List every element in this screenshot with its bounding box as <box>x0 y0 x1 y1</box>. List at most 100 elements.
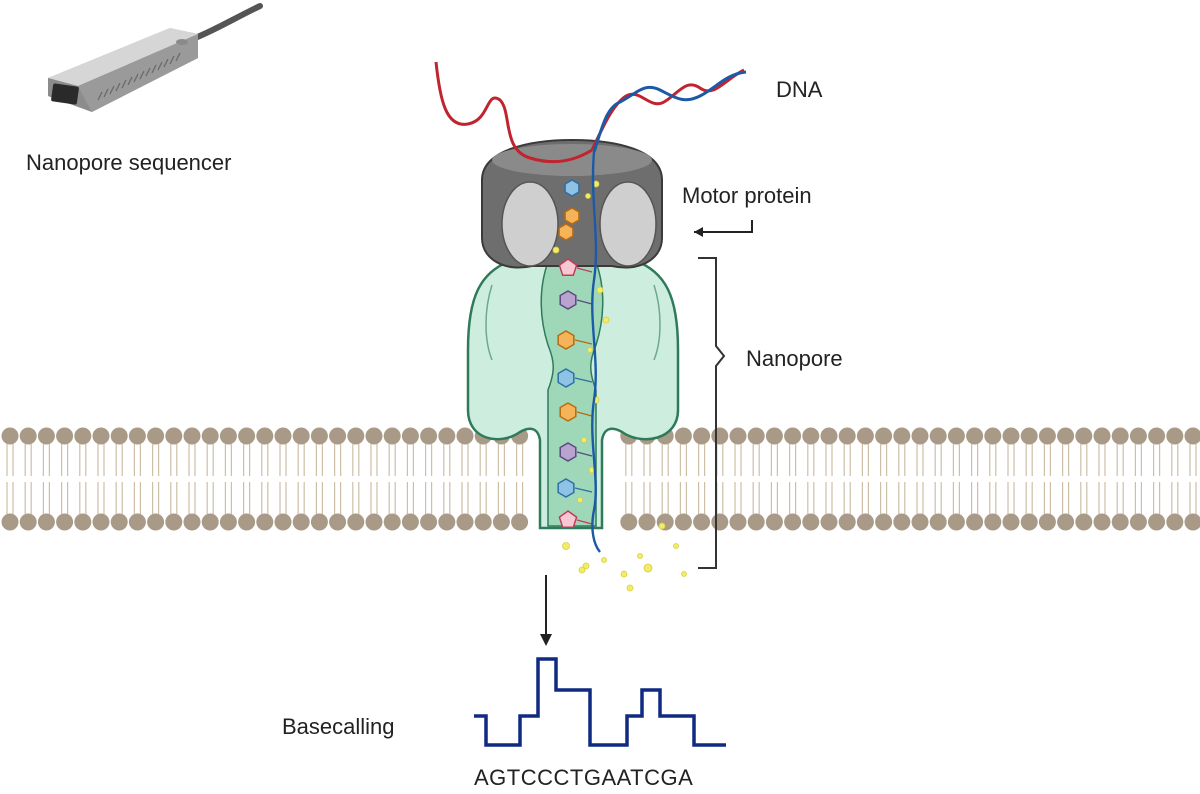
lipid-head <box>1021 428 1038 445</box>
ion <box>588 348 593 353</box>
lipid-tail <box>1117 444 1123 514</box>
ion <box>597 287 603 293</box>
lipid-tail <box>7 444 13 514</box>
lipid-head <box>202 428 219 445</box>
lipid-head <box>2 428 19 445</box>
lipid-head <box>1094 428 1111 445</box>
lipid-head <box>1003 514 1020 531</box>
lipid-head <box>948 428 965 445</box>
ion <box>638 554 643 559</box>
lipid-tail <box>1063 444 1069 514</box>
lipid-tail <box>1026 444 1032 514</box>
lipid-head <box>766 514 783 531</box>
lipid-tail <box>298 444 304 514</box>
lipid-head <box>748 428 765 445</box>
lipid-head <box>220 428 237 445</box>
ion <box>553 247 559 253</box>
lipid-head <box>165 514 182 531</box>
lipid-tail <box>972 444 978 514</box>
lipid-tail <box>699 444 705 514</box>
lipid-head <box>147 514 164 531</box>
lipid-tail <box>43 444 49 514</box>
lipid-head <box>256 514 273 531</box>
lipid-tail <box>1099 444 1105 514</box>
lipid-tail <box>881 444 887 514</box>
lipid-tail <box>1008 444 1014 514</box>
lipid-head <box>1148 428 1165 445</box>
lipid-head <box>875 428 892 445</box>
lipid-head <box>893 514 910 531</box>
lipid-head <box>912 428 929 445</box>
lipid-head <box>402 428 419 445</box>
lipid-head <box>984 514 1001 531</box>
lipid-tail <box>134 444 140 514</box>
lipid-head <box>984 428 1001 445</box>
lipid-head <box>457 428 474 445</box>
lipid-tail <box>917 444 923 514</box>
lipid-head <box>420 514 437 531</box>
lipid-head <box>730 428 747 445</box>
lipid-tail <box>462 444 468 514</box>
base-blue-hexagon <box>558 369 574 387</box>
lipid-head <box>2 514 19 531</box>
lipid-tail <box>935 444 941 514</box>
lipid-tail <box>953 444 959 514</box>
lipid-head <box>111 514 128 531</box>
lipid-head <box>238 514 255 531</box>
lipid-tail <box>1044 444 1050 514</box>
lipid-tail <box>80 444 86 514</box>
lipid-head <box>766 428 783 445</box>
lipid-head <box>675 514 692 531</box>
ion <box>579 567 585 573</box>
lipid-tail <box>662 444 668 514</box>
lipid-head <box>56 428 73 445</box>
ion <box>659 523 665 529</box>
lipid-tail <box>189 444 195 514</box>
lipid-head <box>311 428 328 445</box>
lipid-head <box>493 514 510 531</box>
lipid-tail <box>717 444 723 514</box>
lipid-head <box>693 428 710 445</box>
lipid-tail <box>498 444 504 514</box>
lipid-tail <box>389 444 395 514</box>
lipid-head <box>366 514 383 531</box>
lipid-head <box>184 428 201 445</box>
ion <box>563 543 570 550</box>
lipid-head <box>74 428 91 445</box>
lipid-head <box>821 514 838 531</box>
lipid-head <box>275 428 292 445</box>
base-purple-hexagon <box>560 291 576 309</box>
lipid-head <box>711 428 728 445</box>
lipid-head <box>329 514 346 531</box>
current-signal-trace <box>474 659 726 745</box>
lipid-head <box>1148 514 1165 531</box>
lipid-tail <box>771 444 777 514</box>
lipid-head <box>948 514 965 531</box>
lipid-head <box>129 428 146 445</box>
lipid-head <box>857 514 874 531</box>
lipid-head <box>966 514 983 531</box>
lipid-tail <box>1190 444 1196 514</box>
base-orange-hexagon <box>565 208 579 224</box>
lipid-head <box>1057 428 1074 445</box>
lipid-head <box>184 514 201 531</box>
lipid-head <box>20 514 37 531</box>
lipid-head <box>347 514 364 531</box>
lipid-head <box>293 428 310 445</box>
lipid-tail <box>735 444 741 514</box>
basecalling-arrow <box>540 575 552 646</box>
basecalling-label: Basecalling <box>282 714 395 739</box>
lipid-head <box>74 514 91 531</box>
ion <box>621 571 627 577</box>
lipid-tail <box>25 444 31 514</box>
lipid-tail <box>826 444 832 514</box>
ion <box>602 558 607 563</box>
lipid-tail <box>1154 444 1160 514</box>
lipid-tail <box>426 444 432 514</box>
lipid-head <box>438 514 455 531</box>
lipid-tail <box>1081 444 1087 514</box>
lipid-tail <box>262 444 268 514</box>
lipid-head <box>147 428 164 445</box>
